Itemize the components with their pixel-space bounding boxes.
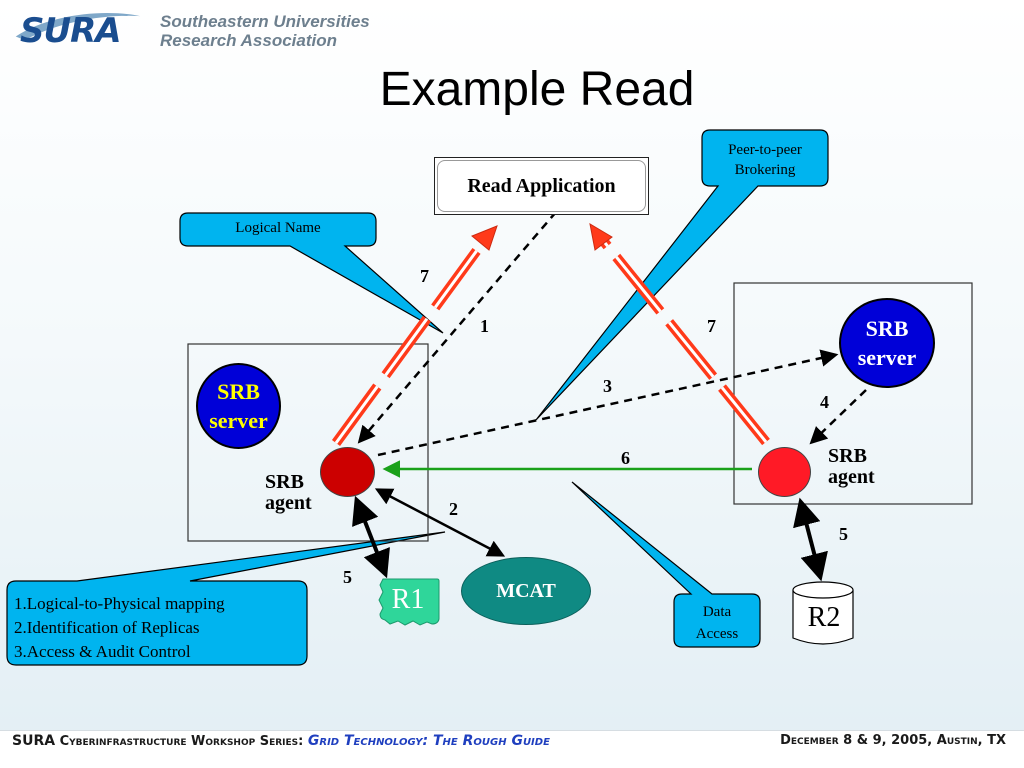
- mcat-node: MCAT: [461, 557, 591, 625]
- step-5-right-label: 5: [839, 524, 848, 544]
- step2-arrow: [374, 488, 506, 557]
- left-agent-label: SRB agent: [265, 472, 312, 514]
- step-1-label: 1: [480, 316, 489, 336]
- logo-text: SURA: [20, 11, 122, 51]
- left-srb-server: SRB server: [196, 363, 281, 449]
- step-7-left-label: 7: [420, 266, 429, 286]
- list-item: 2.Identification of Replicas: [14, 618, 200, 637]
- right-srb-agent-node: [758, 447, 811, 497]
- sura-logo: SURA Southeastern Universities Research …: [12, 8, 372, 54]
- read-application-label: Read Application: [467, 174, 616, 197]
- step-2-label: 2: [449, 499, 458, 519]
- step1-arrow: [357, 211, 557, 444]
- step5-right-arrow: [793, 497, 828, 582]
- read-application-box: Read Application: [434, 157, 649, 215]
- r2-label: R2: [807, 602, 841, 633]
- right-agent-line1: SRB: [828, 445, 867, 467]
- r2-cylinder-shape: [792, 581, 854, 645]
- org-name-line1: Southeastern Universities: [160, 12, 370, 31]
- footer-series: SURA Cyberinfrastructure Workshop Series…: [12, 733, 550, 749]
- step5-left-arrow: [352, 495, 390, 579]
- right-agent-line2: agent: [828, 466, 875, 488]
- step-7-right-label: 7: [707, 316, 716, 336]
- step-4-label: 4: [820, 392, 829, 412]
- step4-arrow: [809, 389, 867, 445]
- peer-line2: Brokering: [734, 162, 796, 178]
- org-name: Southeastern Universities Research Assoc…: [160, 12, 370, 50]
- footer-subtitle: Grid Technology: The Rough Guide: [307, 733, 550, 749]
- right-host-box: [733, 282, 973, 505]
- step-3-label: 3: [603, 376, 612, 396]
- step7-right-arrow: [589, 223, 770, 446]
- left-server-line2: server: [209, 408, 268, 433]
- data-line1: Data: [702, 604, 732, 620]
- callout-peer-to-peer: [535, 129, 829, 421]
- peer-line1: Peer-to-peer: [728, 142, 802, 158]
- list-item: 3.Access & Audit Control: [14, 642, 191, 661]
- step7-left-arrow: [331, 225, 498, 446]
- callout-functions-list: [6, 531, 446, 666]
- r1-storage-shape: [378, 578, 440, 626]
- footer: SURA Cyberinfrastructure Workshop Series…: [0, 730, 1024, 768]
- footer-series-name: Cyberinfrastructure Workshop Series:: [59, 734, 304, 749]
- left-agent-line2: agent: [265, 492, 312, 514]
- footer-org: SURA: [12, 733, 56, 749]
- page-title: Example Read: [379, 63, 695, 116]
- step-6-label: 6: [621, 448, 630, 468]
- left-srb-agent-node: [320, 447, 375, 497]
- right-srb-server: SRB server: [839, 298, 935, 388]
- left-host-box: [187, 343, 429, 542]
- left-agent-line1: SRB: [265, 471, 304, 493]
- right-agent-label: SRB agent: [828, 446, 875, 488]
- data-access-label: Data Access: [674, 601, 760, 645]
- footer-date: December 8 & 9, 2005, Austin, TX: [780, 733, 1006, 748]
- step-5-left-label: 5: [343, 567, 352, 587]
- logical-name-label: Logical Name: [235, 220, 321, 236]
- org-name-line2: Research Association: [160, 31, 337, 50]
- right-server-line1: SRB: [865, 316, 909, 341]
- peer-to-peer-label: Peer-to-peer Brokering: [702, 140, 828, 180]
- functions-list: 1.Logical-to-Physical mapping 2.Identifi…: [14, 592, 225, 664]
- r1-label: R1: [391, 584, 425, 615]
- callout-data-access: [571, 481, 761, 648]
- callout-logical-name: [179, 212, 444, 334]
- left-server-line1: SRB: [217, 379, 260, 404]
- logo-swoosh-icon: [15, 12, 141, 41]
- mcat-label: MCAT: [496, 579, 556, 602]
- data-line2: Access: [695, 626, 739, 642]
- right-server-line2: server: [857, 345, 917, 370]
- step3-arrow: [377, 349, 839, 457]
- list-item: 1.Logical-to-Physical mapping: [14, 594, 225, 613]
